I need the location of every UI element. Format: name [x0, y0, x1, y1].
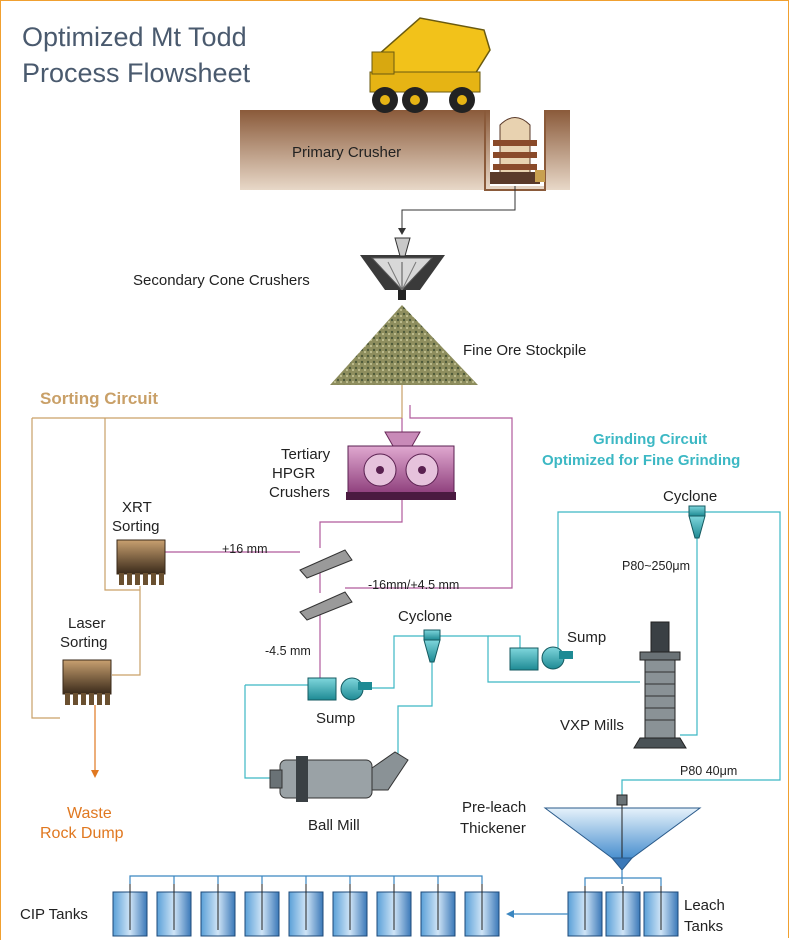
screen-upper-icon: [299, 549, 353, 579]
xrt-sorter-icon: [116, 539, 166, 585]
cip-tanks-group: [112, 875, 500, 937]
leach-tanks-group: [567, 877, 679, 937]
cip-tank: [200, 884, 236, 937]
vxp-mill-icon: [633, 621, 687, 749]
primary-crusher-icon: [490, 117, 545, 184]
leach-tank: [643, 886, 679, 937]
haul-truck-icon: [369, 17, 491, 113]
cip-tank: [112, 884, 148, 937]
p80-250-label: P80~250μm: [622, 559, 690, 573]
leach-tank: [605, 886, 641, 937]
cyclone-left-label: Cyclone: [398, 608, 452, 625]
page-frame-left: [0, 0, 1, 940]
secondary-cone-crusher-icon: [360, 237, 445, 300]
leach-tank: [567, 886, 603, 937]
waste-arrow: [91, 770, 99, 778]
cyclone-left-icon: [423, 629, 441, 663]
secondary-cone-crushers-label: Secondary Cone Crushers: [133, 272, 310, 289]
fine-ore-stockpile-label: Fine Ore Stockpile: [463, 342, 586, 359]
plus-16mm-label: +16 mm: [222, 542, 268, 556]
waste-label-1: Waste: [67, 805, 112, 822]
cyclone-right-icon: [688, 505, 706, 539]
flow-primary-to-secondary: [401, 186, 516, 232]
cip-tank: [288, 884, 324, 937]
sump-pump-right-icon: [509, 646, 573, 671]
title-line-1: Optimized Mt Todd: [22, 22, 247, 52]
cip-tank: [244, 884, 280, 937]
cip-tanks-label: CIP Tanks: [20, 906, 88, 923]
arrow-head: [398, 228, 406, 235]
preleach-label-1: Pre-leach: [462, 799, 526, 816]
vxp-mills-label: VXP Mills: [560, 717, 624, 734]
primary-crusher-pit: [240, 110, 570, 191]
cyclone-right-label: Cyclone: [663, 488, 717, 505]
sump-right-label: Sump: [567, 629, 606, 646]
preleach-label-2: Thickener: [460, 820, 526, 837]
leach-label-1: Leach: [684, 897, 725, 914]
leach-label-2: Tanks: [684, 918, 723, 935]
hpgr-recycle-flows: [160, 405, 513, 688]
grinding-circuit-label-1: Grinding Circuit: [593, 431, 707, 448]
laser-sorter-icon: [62, 659, 112, 705]
minus-16-plus-45-label: -16mm/+4.5 mm: [368, 578, 459, 592]
fine-ore-stockpile-icon: [330, 305, 478, 385]
cip-tank: [332, 884, 368, 937]
tertiary-label-1: Tertiary: [281, 446, 331, 463]
ball-mill-icon: [269, 751, 409, 802]
waste-label-2: Rock Dump: [40, 825, 124, 842]
screen-lower-icon: [299, 591, 353, 621]
arrow-head: [506, 910, 514, 918]
primary-crusher-label: Primary Crusher: [292, 144, 401, 161]
cip-tank: [420, 884, 456, 937]
ball-mill-label: Ball Mill: [308, 817, 360, 834]
preleach-thickener-icon: [543, 794, 702, 871]
minus-45mm-label: -4.5 mm: [265, 644, 311, 658]
grinding-circuit-flows: [244, 511, 781, 795]
grinding-circuit-label-2: Optimized for Fine Grinding: [542, 452, 740, 469]
tertiary-label-3: Crushers: [269, 484, 330, 501]
laser-label-1: Laser: [68, 615, 106, 632]
laser-label-2: Sorting: [60, 634, 108, 651]
sump-left-label: Sump: [316, 710, 355, 727]
xrt-label-2: Sorting: [112, 518, 160, 535]
cip-tank: [464, 884, 500, 937]
title-line-2: Process Flowsheet: [22, 58, 251, 88]
sorting-circuit-flows: [31, 385, 403, 719]
cip-tank: [156, 884, 192, 937]
hpgr-crusher-icon: [346, 431, 456, 500]
p80-40-label: P80 40μm: [680, 764, 737, 778]
sorting-circuit-label: Sorting Circuit: [40, 389, 158, 408]
tertiary-label-2: HPGR: [272, 465, 316, 482]
xrt-label-1: XRT: [122, 499, 152, 516]
sump-pump-left-icon: [307, 677, 372, 701]
cip-tank: [376, 884, 412, 937]
